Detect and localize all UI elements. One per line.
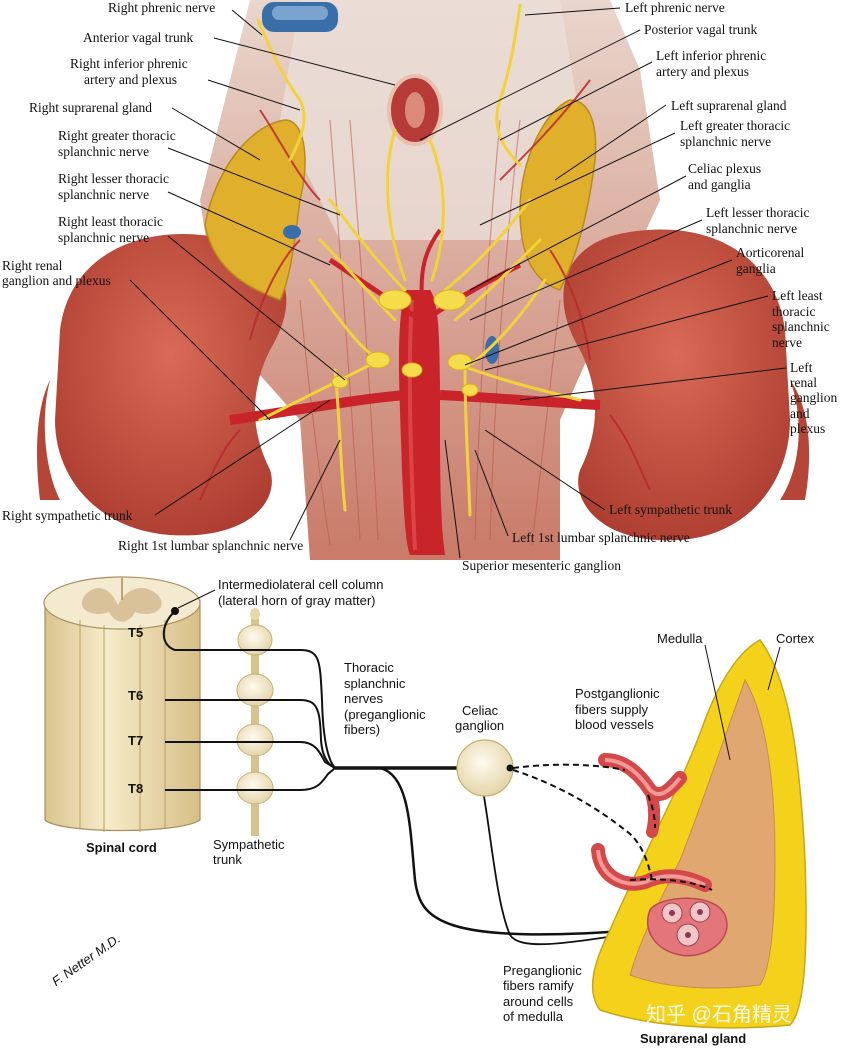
label-left-inferior-phrenic-1: Left inferior phrenic	[656, 48, 767, 63]
label-superior-mesenteric: Superior mesenteric ganglion	[462, 558, 621, 573]
label-right-lesser-2: splanchnic nerve	[58, 187, 150, 202]
sympathetic-trunk-shape	[236, 608, 274, 836]
label-left-phrenic-nerve: Left phrenic nerve	[625, 0, 725, 15]
label-sympathetic-1: Sympathetic	[213, 837, 285, 852]
celiac-ganglion-schematic	[456, 739, 514, 797]
left-kidney	[563, 229, 790, 541]
label-right-phrenic-nerve: Right phrenic nerve	[108, 0, 216, 15]
spinal-cord-shape	[44, 599, 201, 832]
label-aorticorenal-2: ganglia	[736, 261, 776, 276]
label-left-least-1: Left least	[772, 288, 823, 303]
label-thoracic-3: nerves	[344, 691, 384, 706]
label-posterior-vagal-trunk: Posterior vagal trunk	[644, 22, 758, 37]
medulla-cells	[646, 897, 728, 957]
schematic	[43, 576, 807, 1029]
label-left-greater-2: splanchnic nerve	[680, 134, 772, 149]
label-left-renal-3: ganglion	[790, 390, 838, 405]
label-left-least-3: splanchnic	[772, 319, 830, 334]
label-right-least-1: Right least thoracic	[58, 214, 163, 229]
label-aorticorenal-1: Aorticorenal	[736, 245, 805, 260]
label-right-inferior-phrenic-2: artery and plexus	[84, 72, 177, 87]
label-left-suprarenal-gland: Left suprarenal gland	[671, 98, 787, 113]
leader-lines	[129, 7, 787, 559]
label-celiac-2: ganglion	[455, 718, 505, 733]
label-celiac-1: Celiac	[462, 703, 499, 718]
label-left-greater-1: Left greater thoracic	[680, 118, 791, 133]
watermark: 知乎 @石角精灵	[646, 1004, 792, 1026]
label-pre-1: Preganglionic	[503, 963, 582, 978]
label-right-suprarenal-gland: Right suprarenal gland	[29, 100, 152, 115]
label-right-1st-lumbar: Right 1st lumbar splanchnic nerve	[118, 538, 304, 553]
label-thoracic-4: (preganglionic	[344, 707, 426, 722]
label-right-greater-2: splanchnic nerve	[58, 144, 150, 159]
label-left-least-2: thoracic	[772, 304, 816, 319]
label-right-sympathetic-trunk: Right sympathetic trunk	[2, 508, 133, 523]
label-cortex: Cortex	[776, 631, 815, 646]
label-spinal-cord: Spinal cord	[86, 840, 157, 855]
celiac-ganglion-shape	[378, 289, 412, 311]
label-imlc-1: Intermediolateral cell column	[218, 577, 384, 592]
label-right-renal-1: Right renal	[2, 258, 63, 273]
label-left-renal-2: renal	[790, 375, 817, 390]
label-sympathetic-2: trunk	[213, 852, 242, 867]
label-post-2: fibers supply	[575, 702, 648, 717]
label-post-3: blood vessels	[575, 717, 654, 732]
label-pre-4: of medulla	[503, 1009, 563, 1024]
aorta	[398, 290, 445, 555]
signature: F. Netter M.D.	[49, 931, 123, 989]
label-pre-3: around cells	[503, 994, 574, 1009]
label-celiac-plexus-2: and ganglia	[688, 177, 751, 192]
label-left-renal-1: Left	[790, 360, 813, 375]
label-left-sympathetic-trunk: Left sympathetic trunk	[609, 502, 732, 517]
label-t8: T8	[128, 781, 144, 796]
label-right-greater-1: Right greater thoracic	[58, 128, 176, 143]
label-t7: T7	[128, 733, 144, 748]
label-left-renal-4: and	[790, 406, 810, 421]
label-imlc-2: (lateral horn of gray matter)	[218, 593, 376, 608]
label-thoracic-5: fibers)	[344, 722, 381, 737]
label-right-inferior-phrenic-1: Right inferior phrenic	[70, 56, 188, 71]
label-right-least-2: splanchnic nerve	[58, 230, 150, 245]
label-right-renal-2: ganglion and plexus	[2, 273, 111, 288]
label-t5: T5	[128, 625, 144, 640]
label-left-least-4: nerve	[772, 335, 802, 350]
label-left-lesser-1: Left lesser thoracic	[706, 205, 810, 220]
label-right-lesser-1: Right lesser thoracic	[58, 171, 169, 186]
label-suprarenal-gland: Suprarenal gland	[640, 1031, 747, 1046]
label-post-1: Postganglionic	[575, 686, 660, 701]
right-kidney	[55, 234, 287, 536]
label-pre-2: fibers ramify	[503, 978, 574, 993]
label-medulla: Medulla	[657, 631, 703, 646]
label-thoracic-1: Thoracic	[344, 660, 394, 675]
label-left-inferior-phrenic-2: artery and plexus	[656, 64, 749, 79]
anatomy-illustration	[37, 0, 810, 560]
right-phrenic-nerve-shape	[256, 18, 306, 162]
label-left-lesser-2: splanchnic nerve	[706, 221, 798, 236]
label-anterior-vagal-trunk: Anterior vagal trunk	[83, 30, 194, 45]
label-t6: T6	[128, 688, 144, 703]
label-left-1st-lumbar: Left 1st lumbar splanchnic nerve	[512, 530, 690, 545]
label-thoracic-2: splanchnic	[344, 676, 406, 691]
label-left-renal-5: plexus	[790, 421, 826, 436]
label-celiac-plexus-1: Celiac plexus	[688, 161, 762, 176]
